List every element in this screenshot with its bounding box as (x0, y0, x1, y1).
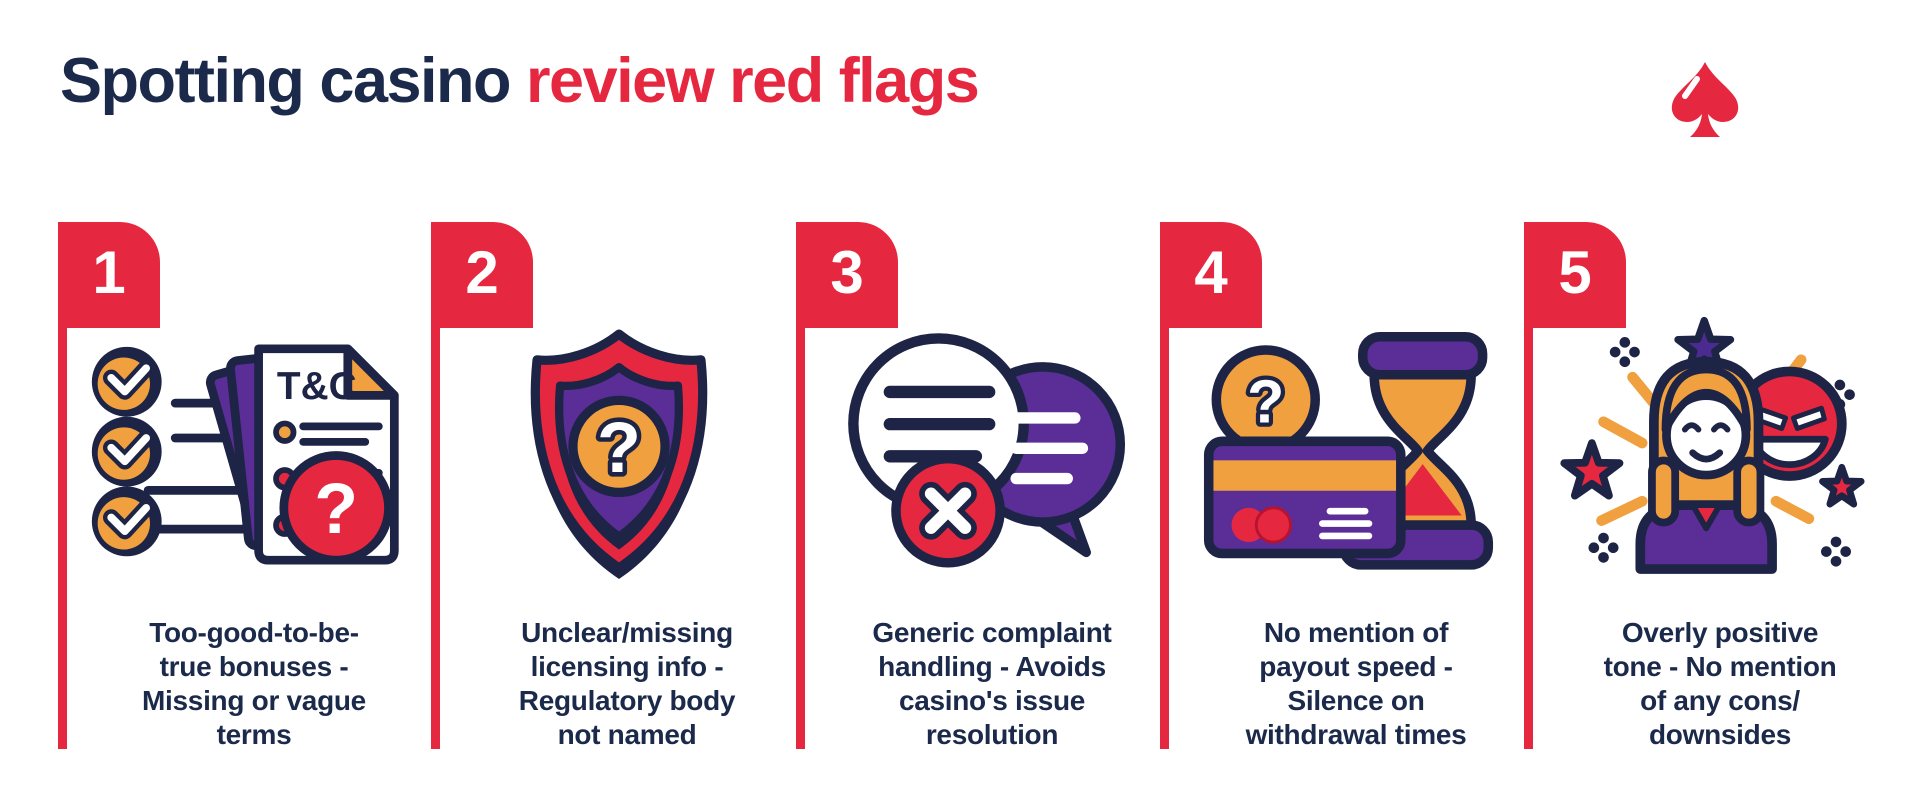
error-badge (891, 453, 1005, 568)
hair-side (1648, 456, 1680, 527)
complaint-bubbles-icon (848, 333, 1126, 568)
purple-bubble-lines (1010, 412, 1089, 485)
flag-marker: 2 (431, 222, 533, 328)
red-flag-item: 1 T&C (58, 222, 426, 788)
flag-caption: No mention of payout speed - Silence on … (1245, 617, 1467, 750)
spade-icon (1671, 62, 1739, 137)
sparkle-icon (1609, 337, 1640, 368)
question-badge: ? (279, 450, 393, 565)
red-star-icon (1822, 467, 1861, 504)
flag-marker: 4 (1160, 222, 1262, 328)
icon-area (1538, 286, 1886, 604)
question-glyph: ? (314, 469, 358, 549)
hair-side (1733, 456, 1765, 527)
page-title-accent: review red flags (526, 46, 980, 116)
flag-number: 4 (1194, 239, 1228, 306)
flag-caption: Overly positive tone - No mention of any… (1603, 617, 1837, 750)
flag-number: 1 (92, 239, 126, 306)
red-flag-item: 5 (1524, 222, 1892, 788)
question-coin (568, 395, 670, 497)
fringe (1661, 365, 1751, 434)
icon-area: ? (445, 286, 793, 604)
flag-caption: Unclear/missing licensing info - Regulat… (518, 617, 736, 750)
question-coin: ? (1211, 345, 1320, 454)
question-glyph: ? (597, 408, 641, 488)
red-star-icon (1564, 443, 1619, 496)
page-title-primary: Spotting casino (60, 46, 527, 116)
icon-area: T&C (72, 286, 420, 604)
red-flag-item: 3 (796, 222, 1164, 788)
flag-marker: 5 (1524, 222, 1626, 328)
flag-pole (1524, 222, 1533, 749)
sparkle-icon (1588, 532, 1619, 563)
flag-number: 3 (830, 239, 864, 306)
overly-positive-reviewer-icon (1557, 315, 1867, 574)
bullet-dot (273, 420, 297, 444)
flag-caption: Too-good-to-be- true bonuses - Missing o… (142, 617, 366, 750)
doc-label-text: T&C (277, 365, 357, 408)
question-glyph: ? (1247, 367, 1284, 435)
card-stripe (1212, 460, 1396, 491)
card-text-lines (1318, 507, 1372, 540)
check-circles (91, 346, 162, 556)
card-logo-circle (1254, 506, 1292, 544)
folded-corner (343, 343, 399, 400)
flag-number: 2 (465, 239, 499, 306)
license-shield-icon: ? (530, 328, 708, 579)
flag-caption: Generic complaint handling - Avoids casi… (872, 617, 1112, 750)
text-lines (883, 385, 996, 463)
terms-document-icon: T&C (91, 343, 399, 565)
flag-pole (431, 222, 440, 749)
credit-card (1203, 436, 1406, 559)
red-flag-item: 2 ? Unclear/missing licensing info - Reg… (431, 222, 799, 788)
face-features (1681, 422, 1731, 463)
flag-marker: 3 (796, 222, 898, 328)
red-flag-item: 4 ? (1160, 222, 1528, 788)
page-title: Spotting casino review red flags (60, 46, 980, 116)
collar (1689, 502, 1723, 532)
flag-pole (58, 222, 67, 749)
icon-area: ? (1174, 286, 1522, 604)
reviewer-woman (1635, 356, 1777, 574)
flag-pole (1160, 222, 1169, 749)
flag-number: 5 (1558, 239, 1592, 306)
x-icon (924, 487, 972, 534)
icon-area (810, 286, 1158, 604)
flag-marker: 1 (58, 222, 160, 328)
payout-hourglass-icon: ? (1203, 331, 1493, 570)
sparkle-icon (1820, 536, 1852, 567)
flag-pole (796, 222, 805, 749)
